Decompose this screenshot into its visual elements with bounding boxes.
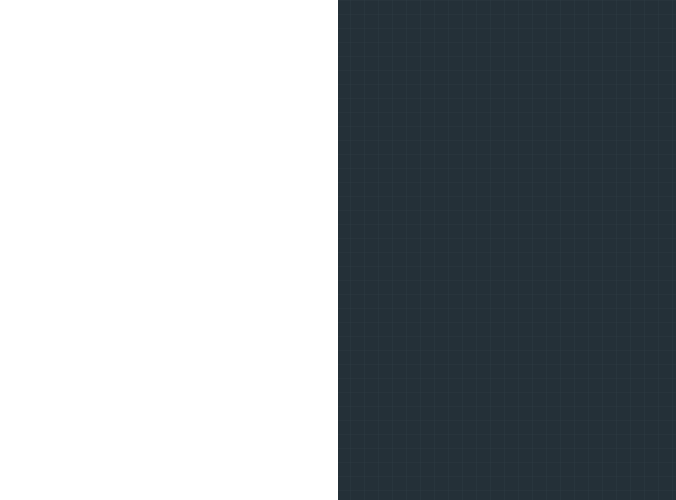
light-panel-background [0,0,338,500]
dark-blueprint-panel [338,0,676,500]
light-blueprint-panel [0,0,338,500]
dark-panel-grid [338,0,676,500]
